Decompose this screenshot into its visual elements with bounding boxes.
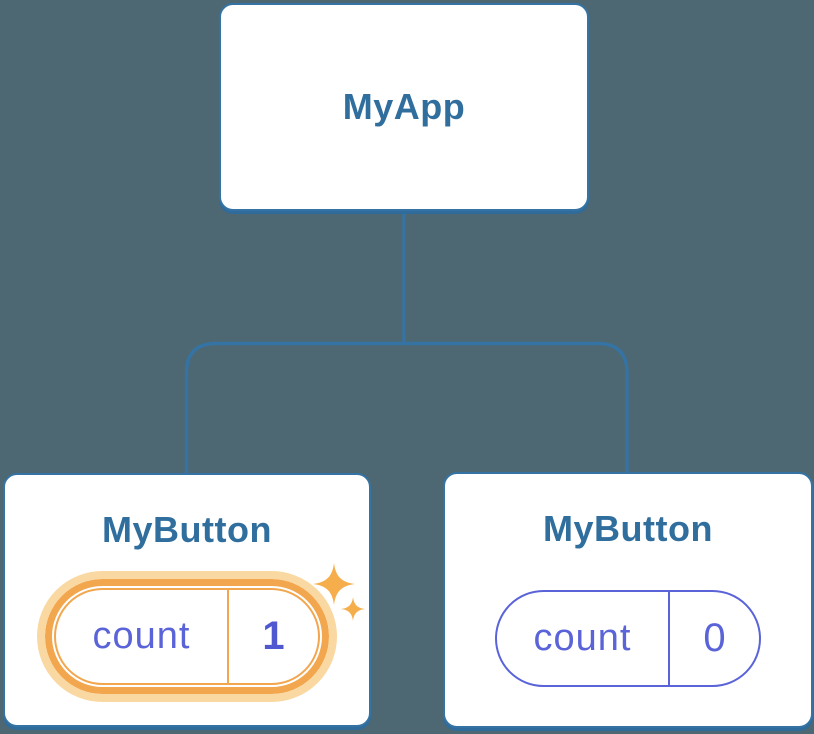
state-badge: count 1 (54, 588, 320, 686)
component-node-mybutton-2: MyButton count 0 (443, 472, 813, 728)
state-value: 0 (703, 616, 726, 661)
component-label: MyButton (543, 508, 713, 549)
connector-branch (184, 341, 629, 480)
state-name: count (92, 615, 191, 658)
state-badge: count 0 (495, 590, 761, 688)
component-node-mybutton-1: MyButton count 1 (3, 473, 371, 727)
component-label: MyApp (342, 86, 466, 128)
state-name: count (533, 617, 632, 660)
state-highlight-ring: count 1 (37, 571, 337, 703)
component-label: MyButton (102, 509, 272, 550)
state-value: 1 (262, 614, 285, 659)
sparkle-icon (341, 597, 365, 621)
component-node-myapp: MyApp (219, 3, 589, 211)
sparkle-icon (313, 563, 355, 605)
